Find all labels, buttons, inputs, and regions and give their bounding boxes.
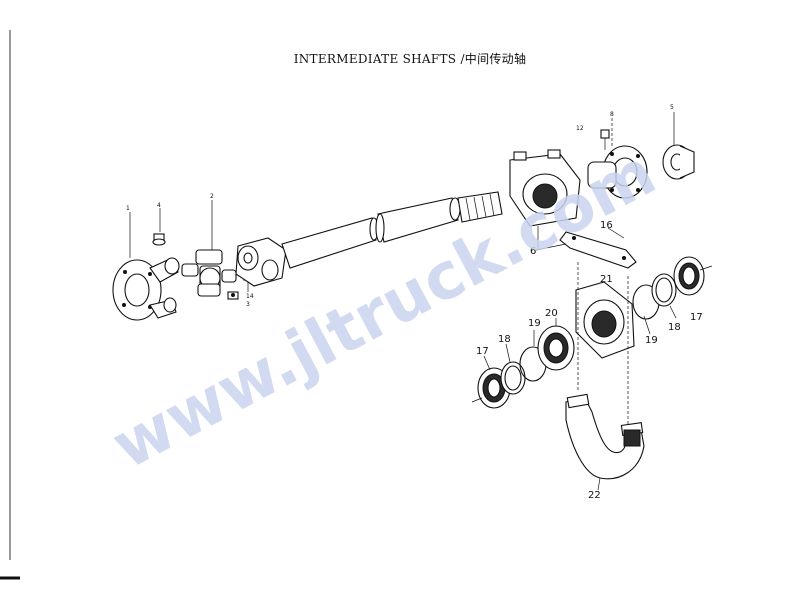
callout-8: 8 xyxy=(610,111,614,118)
part-shaft-yoke xyxy=(235,237,287,287)
callout-12: 12 xyxy=(576,125,584,132)
callout-16: 16 xyxy=(600,220,613,231)
diagram-title: INTERMEDIATE SHAFTS /中间传动轴 xyxy=(293,52,527,66)
part-22-u-strap xyxy=(565,393,645,480)
callout-1: 1 xyxy=(126,205,130,212)
leader-17-right xyxy=(699,265,713,271)
part-12-bolt xyxy=(600,129,610,150)
leader-6 xyxy=(535,243,567,251)
leader-22 xyxy=(597,477,601,491)
part-17-seal-left xyxy=(477,367,511,409)
part-18-washer-right xyxy=(651,273,677,307)
callout-2: 2 xyxy=(210,193,214,200)
callout-6: 6 xyxy=(530,246,536,257)
callout-14: 14 xyxy=(246,293,254,300)
callout-17-left: 17 xyxy=(476,346,489,357)
part-15-flange-nut xyxy=(662,144,695,180)
leader-17-left xyxy=(471,397,483,403)
leader-17-left-top xyxy=(483,355,491,371)
callout-21: 21 xyxy=(600,274,613,285)
part-5-center-bearing-support xyxy=(509,149,581,227)
part-20-bearing xyxy=(537,325,575,371)
leader-19-right xyxy=(643,315,651,335)
part-18-washer-left xyxy=(500,361,526,395)
callout-5-top: 5 xyxy=(670,104,674,111)
callout-18-left: 18 xyxy=(498,334,511,345)
leader-18-right xyxy=(669,305,677,319)
part-1-flange-yoke xyxy=(112,257,180,321)
part-21-bearing-housing xyxy=(575,281,635,359)
callout-20: 20 xyxy=(545,308,558,319)
part-4-bolt xyxy=(152,233,166,246)
callout-17-right: 17 xyxy=(690,312,703,323)
part-17-seal-right xyxy=(673,256,705,296)
callout-19-right: 19 xyxy=(645,335,658,346)
callout-4: 4 xyxy=(157,202,161,209)
leader-16 xyxy=(607,227,625,239)
part-intermediate-shaft-tube xyxy=(281,197,461,269)
part-3-bolt xyxy=(227,291,239,300)
part-16-bracket-plate xyxy=(559,231,637,269)
part-2-universal-joint-cross xyxy=(181,249,237,297)
part-splined-stub xyxy=(457,191,503,223)
callout-19-left: 19 xyxy=(528,318,541,329)
callout-3: 3 xyxy=(246,301,250,308)
callout-22: 22 xyxy=(588,490,601,501)
leader-18-left xyxy=(505,343,511,363)
callout-18-right: 18 xyxy=(668,322,681,333)
part-8-companion-flange xyxy=(587,145,648,199)
